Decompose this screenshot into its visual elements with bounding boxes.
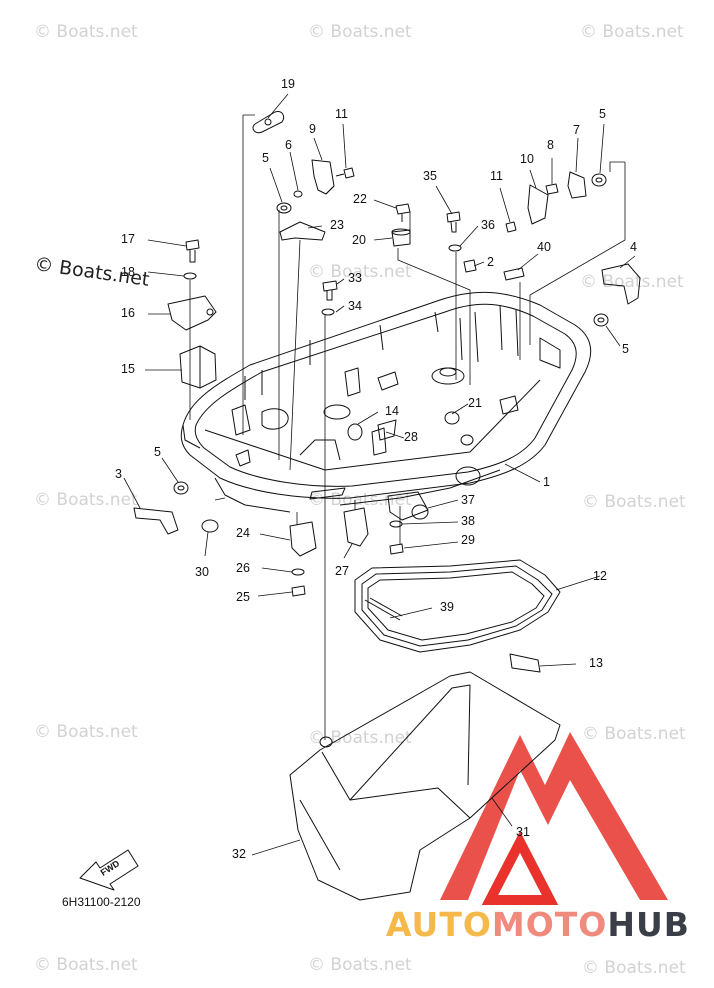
callout-number: 2 — [487, 255, 494, 269]
callout-number: 17 — [121, 232, 135, 246]
callout-number: 39 — [440, 600, 454, 614]
callout-number: 28 — [404, 430, 418, 444]
gasket — [354, 559, 561, 653]
callout-number: 7 — [573, 123, 580, 137]
callout-number: 12 — [593, 569, 607, 583]
watermark: © Boats.net — [308, 728, 412, 748]
drawing-code: 6H31100-2120 — [62, 895, 141, 909]
callout-number: 29 — [461, 533, 475, 547]
watermark: © Boats.net — [580, 22, 684, 42]
watermark: © Boats.net — [34, 22, 138, 42]
callout-number: 3 — [115, 467, 122, 481]
callout-number: 26 — [236, 561, 250, 575]
logo-triangle — [440, 732, 668, 905]
callout-number: 5 — [154, 445, 161, 459]
callout-number: 19 — [281, 77, 295, 91]
callout-number: 5 — [599, 107, 606, 121]
bottom-cowling — [180, 291, 592, 513]
watermark: © Boats.net — [34, 955, 138, 975]
watermark: © Boats.net — [34, 722, 138, 742]
callout-number: 37 — [461, 493, 475, 507]
logo-part-auto: AUTO — [386, 905, 492, 944]
leader-lines — [123, 93, 636, 856]
callout-number: 20 — [352, 233, 366, 247]
watermark: © Boats.net — [308, 262, 412, 282]
automotohub-logo: AUTOMOTOHUB — [386, 905, 690, 944]
watermark: © Boats.net — [582, 958, 686, 978]
callout-number: 9 — [309, 122, 316, 136]
fwd-arrow-icon — [79, 849, 139, 891]
callout-number: 35 — [423, 169, 437, 183]
callout-number: 23 — [330, 218, 344, 232]
callout-number: 15 — [121, 362, 135, 376]
callout-number: 18 — [121, 265, 135, 279]
callout-number: 38 — [461, 514, 475, 528]
callout-number: 30 — [195, 565, 209, 579]
watermark: © Boats.net — [582, 492, 686, 512]
callout-number: 11 — [335, 107, 348, 121]
logo-part-hub: HUB — [607, 905, 690, 944]
callout-number: 31 — [516, 825, 530, 839]
watermark: © Boats.net — [580, 272, 684, 292]
callout-number: 4 — [630, 240, 637, 254]
callout-number: 24 — [236, 526, 250, 540]
callout-number: 32 — [232, 847, 246, 861]
callout-number: 16 — [121, 306, 135, 320]
watermark: © Boats.net — [308, 490, 412, 510]
callout-number: 11 — [490, 169, 503, 183]
callout-number: 34 — [348, 299, 362, 313]
watermark: © Boats.net — [308, 22, 412, 42]
logo-part-moto: MOTO — [491, 905, 608, 944]
callout-number: 5 — [622, 342, 629, 356]
lower-apron — [289, 671, 561, 901]
callout-number: 6 — [285, 138, 292, 152]
callout-number: 14 — [385, 404, 399, 418]
callout-number: 13 — [589, 656, 603, 670]
callout-number: 36 — [481, 218, 495, 232]
callout-number: 33 — [348, 271, 362, 285]
callout-number: 25 — [236, 590, 250, 604]
callout-number: 10 — [520, 152, 534, 166]
watermark: © Boats.net — [34, 490, 138, 510]
watermark: © Boats.net — [308, 955, 412, 975]
callout-number: 1 — [543, 475, 550, 489]
callout-number: 22 — [353, 192, 367, 206]
callout-number: 27 — [335, 564, 349, 578]
callout-number: 21 — [468, 396, 482, 410]
callout-number: 8 — [547, 138, 554, 152]
watermark: © Boats.net — [582, 724, 686, 744]
callout-number: 40 — [537, 240, 551, 254]
callout-number: 5 — [262, 151, 269, 165]
